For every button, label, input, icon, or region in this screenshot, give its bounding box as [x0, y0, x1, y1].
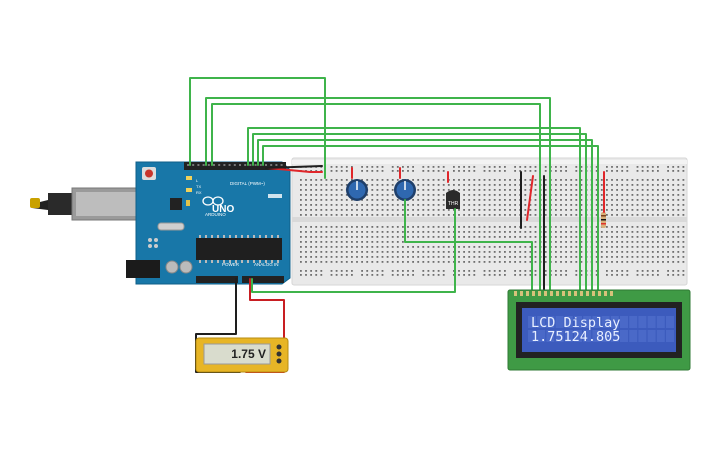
usb-cable-end — [30, 198, 40, 208]
atmega-chip — [196, 238, 282, 260]
arduino-uno-board[interactable]: DIGITAL (PWM~) UNO ARDUINO TX RX L — [30, 161, 291, 285]
wire-green-analog — [251, 208, 456, 293]
voltmeter-terminal — [276, 344, 282, 350]
wire-green-contrast — [404, 199, 533, 291]
analog-header — [242, 276, 284, 283]
lcd-module[interactable]: LCD Display 1.75124.805 — [507, 289, 691, 371]
resistor[interactable] — [601, 212, 606, 228]
wires[interactable] — [189, 77, 605, 373]
crystal-oscillator — [157, 222, 185, 231]
uno-logo-text: UNO — [212, 204, 234, 215]
arduino-infinity-icon — [202, 196, 224, 206]
analog-label: ANALOG IN — [254, 262, 279, 267]
lcd-line-2: 1.75124.805 — [531, 329, 620, 345]
breadboard-center-channel — [292, 217, 687, 222]
potentiometer-1[interactable] — [346, 179, 368, 201]
wire-green-4 — [247, 127, 581, 291]
wire-red-5v — [267, 167, 323, 173]
tx-label: TX — [196, 184, 201, 189]
voltmeter[interactable]: 1.75 V — [195, 337, 289, 373]
potentiometer-2[interactable] — [394, 179, 416, 201]
power-jack — [126, 260, 160, 278]
capacitor-2 — [179, 260, 193, 274]
lcd-pin-header — [514, 291, 613, 296]
usb-chip — [170, 198, 182, 210]
power-label: POWER — [222, 262, 240, 267]
wire-red-rail — [526, 175, 534, 221]
icsp-header — [148, 238, 158, 248]
arduino-brand-text: ARDUINO — [205, 212, 226, 217]
reset-button[interactable] — [145, 169, 153, 178]
wire-green-2 — [205, 97, 551, 291]
usb-cable-plug — [48, 193, 78, 215]
rx-label: RX — [196, 190, 202, 195]
capacitor-1 — [165, 260, 179, 274]
wire-green-7 — [262, 145, 599, 291]
thermistor[interactable]: THR — [446, 190, 460, 209]
wire-black-gnd — [265, 165, 323, 169]
wire-green-3 — [211, 103, 541, 291]
wire-green-6 — [257, 139, 593, 291]
digital-label: DIGITAL (PWM~) — [230, 181, 265, 186]
wire-green-5 — [252, 133, 587, 291]
lcd-line-1: LCD Display — [531, 315, 620, 331]
breadboard[interactable] — [291, 157, 688, 286]
voltmeter-reading: 1.75 V — [231, 347, 266, 361]
l-label: L — [196, 178, 199, 183]
thermistor-label: THR — [448, 201, 459, 207]
power-header — [196, 276, 238, 283]
